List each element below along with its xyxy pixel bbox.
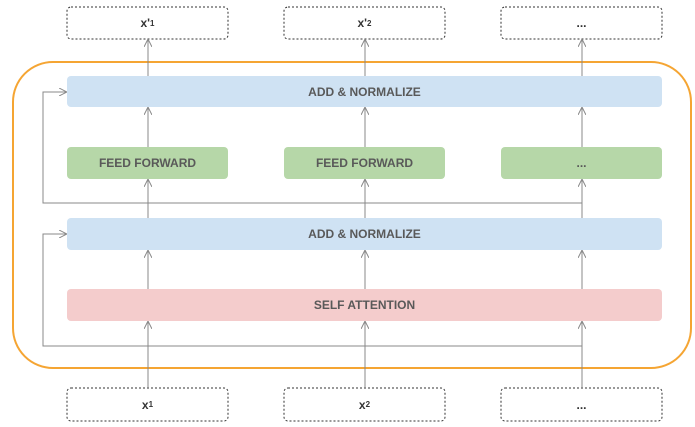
residual-connections — [42, 92, 582, 347]
feed-forward-2 — [284, 147, 445, 179]
output-label-3: ... — [576, 16, 587, 30]
input-label-3: ... — [576, 397, 587, 412]
feed-forward-label-3: ... — [576, 156, 587, 170]
encoder-block — [12, 61, 692, 369]
flow-arrows — [148, 40, 582, 388]
output-label-1: x'1 — [140, 16, 155, 30]
add-normalize-top — [67, 76, 662, 107]
add-normalize-bottom-label: ADD & NORMALIZE — [308, 227, 421, 241]
self-attention — [67, 289, 662, 321]
output-label-2: x'2 — [357, 16, 372, 30]
add-normalize-bottom — [67, 218, 662, 250]
add-normalize-top-label: ADD & NORMALIZE — [308, 84, 421, 99]
feed-forward-1 — [67, 147, 228, 179]
feed-forward-label-1: FEED FORWARD — [98, 156, 197, 170]
feed-forward-3 — [501, 147, 662, 179]
self-attention-label: SELF ATTENTION — [313, 298, 416, 312]
feed-forward-label-2: FEED FORWARD — [315, 156, 414, 170]
